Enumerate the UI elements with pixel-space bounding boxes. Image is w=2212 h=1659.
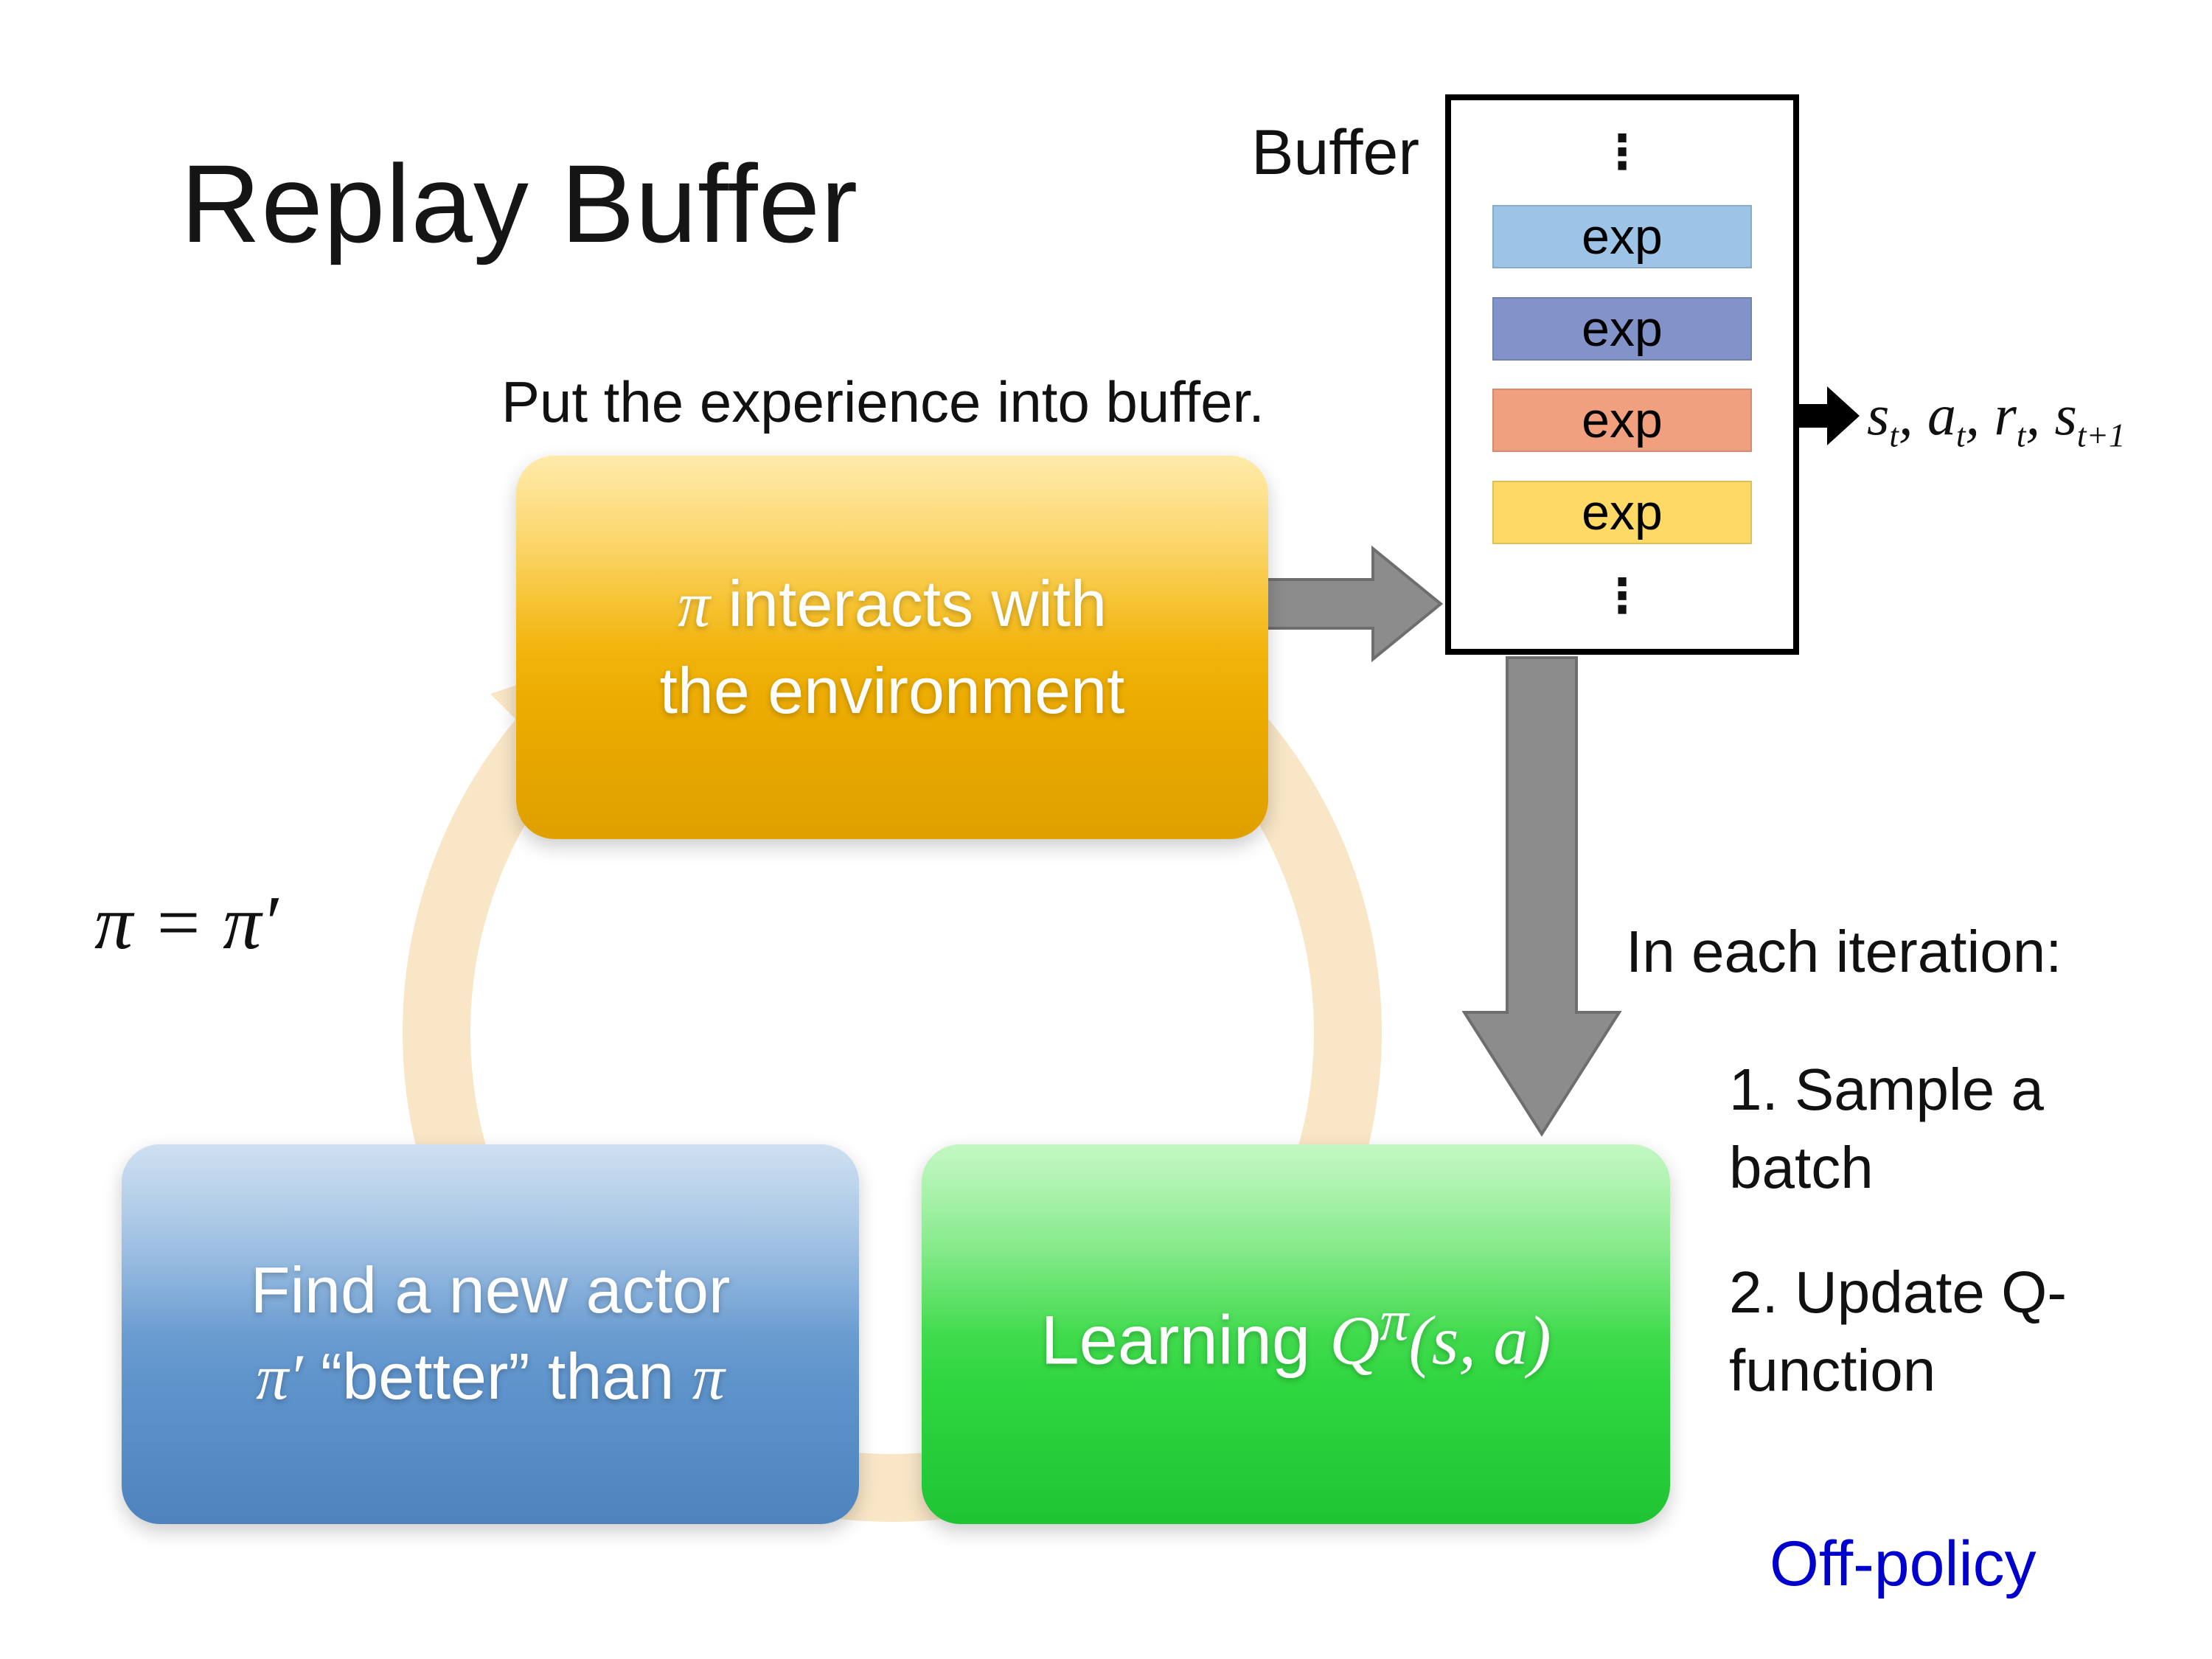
actor-line2-mid: “better” than [302,1339,692,1413]
exp-item-4: exp [1492,481,1752,545]
tuple-var-2: a [1927,383,1956,447]
ellipsis-bottom: ⋮ [1599,569,1646,625]
tuple-sep-1: , [1898,383,1927,447]
iteration-title: In each iteration: [1626,919,2062,984]
buffer-label: Buffer [1251,117,1419,188]
ellipsis-top: ⋮ [1599,125,1646,180]
tuple-sep-2: , [1965,383,1994,447]
tuple-sub-2: t [1955,417,1966,454]
interact-box: π interacts with the environment [516,456,1268,839]
tuple-var-4: s [2054,383,2077,447]
learning-box-text: Learning Qπ(s, a) [1040,1282,1551,1386]
sample-arrow-icon [1798,386,1860,445]
pi-prime-symbol: π′ [256,1341,303,1413]
interact-line2: the environment [659,654,1125,727]
exp-item-3: exp [1492,389,1752,453]
pi-symbol: π [677,568,711,641]
to-buffer-arrow-shape [1262,545,1444,663]
exp-item-2: exp [1492,296,1752,361]
q-args: (s, a) [1408,1302,1551,1380]
pi-equals-label: π = π′ [94,880,279,965]
page-title: Replay Buffer [181,142,859,265]
interact-line1: interacts with [710,566,1107,640]
tuple-var-3: r [1994,383,2017,447]
learning-box: Learning Qπ(s, a) [922,1144,1670,1524]
sample-arrow-shape [1798,386,1860,445]
tuple-sub-3: t [2016,417,2026,454]
to-buffer-arrow-icon [1262,545,1444,663]
buffer-box: ⋮ exp exp exp exp ⋮ [1445,94,1799,655]
q-symbol: Q [1329,1302,1380,1380]
interact-box-text: π interacts with the environment [659,561,1124,734]
exp-item-1: exp [1492,204,1752,268]
learning-prefix: Learning [1040,1301,1330,1379]
step-1: 1. Sample a batch [1729,1057,2044,1200]
to-learning-arrow-icon [1462,656,1621,1137]
actor-line1: Find a new actor [250,1253,731,1327]
off-policy-label: Off-policy [1770,1528,2037,1599]
tuple-sub-4: t+1 [2076,417,2126,454]
actor-box-text: Find a new actor π′ “better” than π [251,1248,731,1420]
step-2: 2. Update Q-function [1729,1259,2067,1403]
actor-box: Find a new actor π′ “better” than π [122,1144,859,1524]
put-experience-label: Put the experience into buffer. [501,369,1265,434]
tuple-sep-3: , [2025,383,2055,447]
actor-line2: π′ “better” than π [251,1334,731,1421]
q-superscript-pi: π [1380,1287,1409,1352]
tuple-sub-1: t [1889,417,1899,454]
pi-symbol-2: π [692,1341,725,1413]
sample-tuple: st, at, rt, st+1 [1867,382,2126,455]
tuple-var-1: s [1867,383,1890,447]
to-learning-arrow-shape [1462,656,1621,1137]
